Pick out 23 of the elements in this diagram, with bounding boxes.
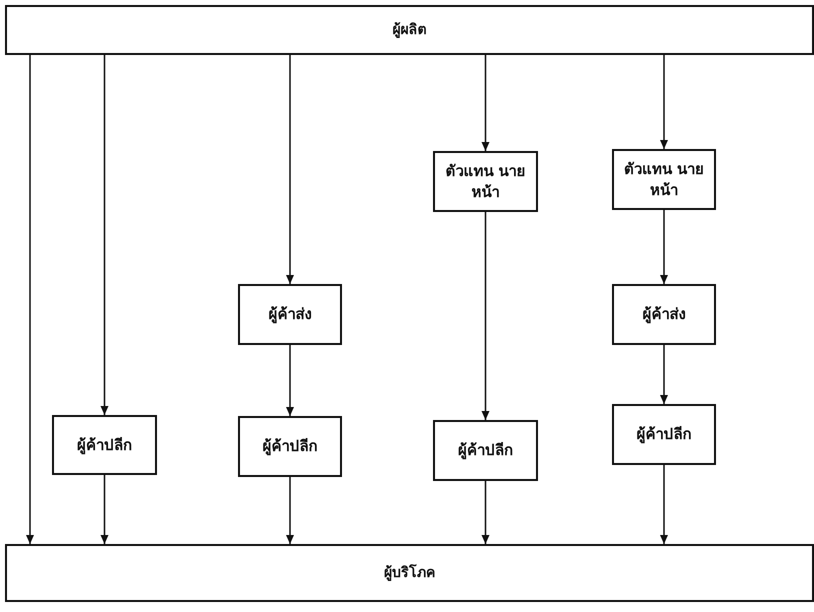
process-box: ผู้ค้าปลีก — [433, 420, 538, 481]
process-box: ตัวแทน นายหน้า — [612, 149, 716, 210]
arrow — [660, 465, 668, 544]
process-box: ผู้ค้าปลีก — [52, 415, 157, 475]
arrow — [660, 55, 668, 149]
process-box: ผู้ค้าปลีก — [238, 416, 342, 477]
process-box: ตัวแทน นายหน้า — [433, 151, 538, 212]
arrow — [660, 210, 668, 284]
arrow — [660, 345, 668, 404]
process-box: ผู้ค้าส่ง — [612, 284, 716, 345]
arrow — [482, 481, 490, 544]
arrow — [286, 345, 294, 416]
process-box: ผู้ค้าส่ง — [238, 284, 342, 345]
arrow — [482, 212, 490, 420]
bar-box: ผู้บริโภค — [5, 544, 814, 602]
bar-box: ผู้ผลิต — [5, 5, 814, 55]
process-box: ผู้ค้าปลีก — [612, 404, 716, 465]
arrow — [286, 55, 294, 284]
arrow — [100, 475, 108, 544]
arrow — [100, 55, 108, 415]
arrow — [26, 55, 34, 544]
arrow — [482, 55, 490, 151]
arrow — [286, 477, 294, 544]
